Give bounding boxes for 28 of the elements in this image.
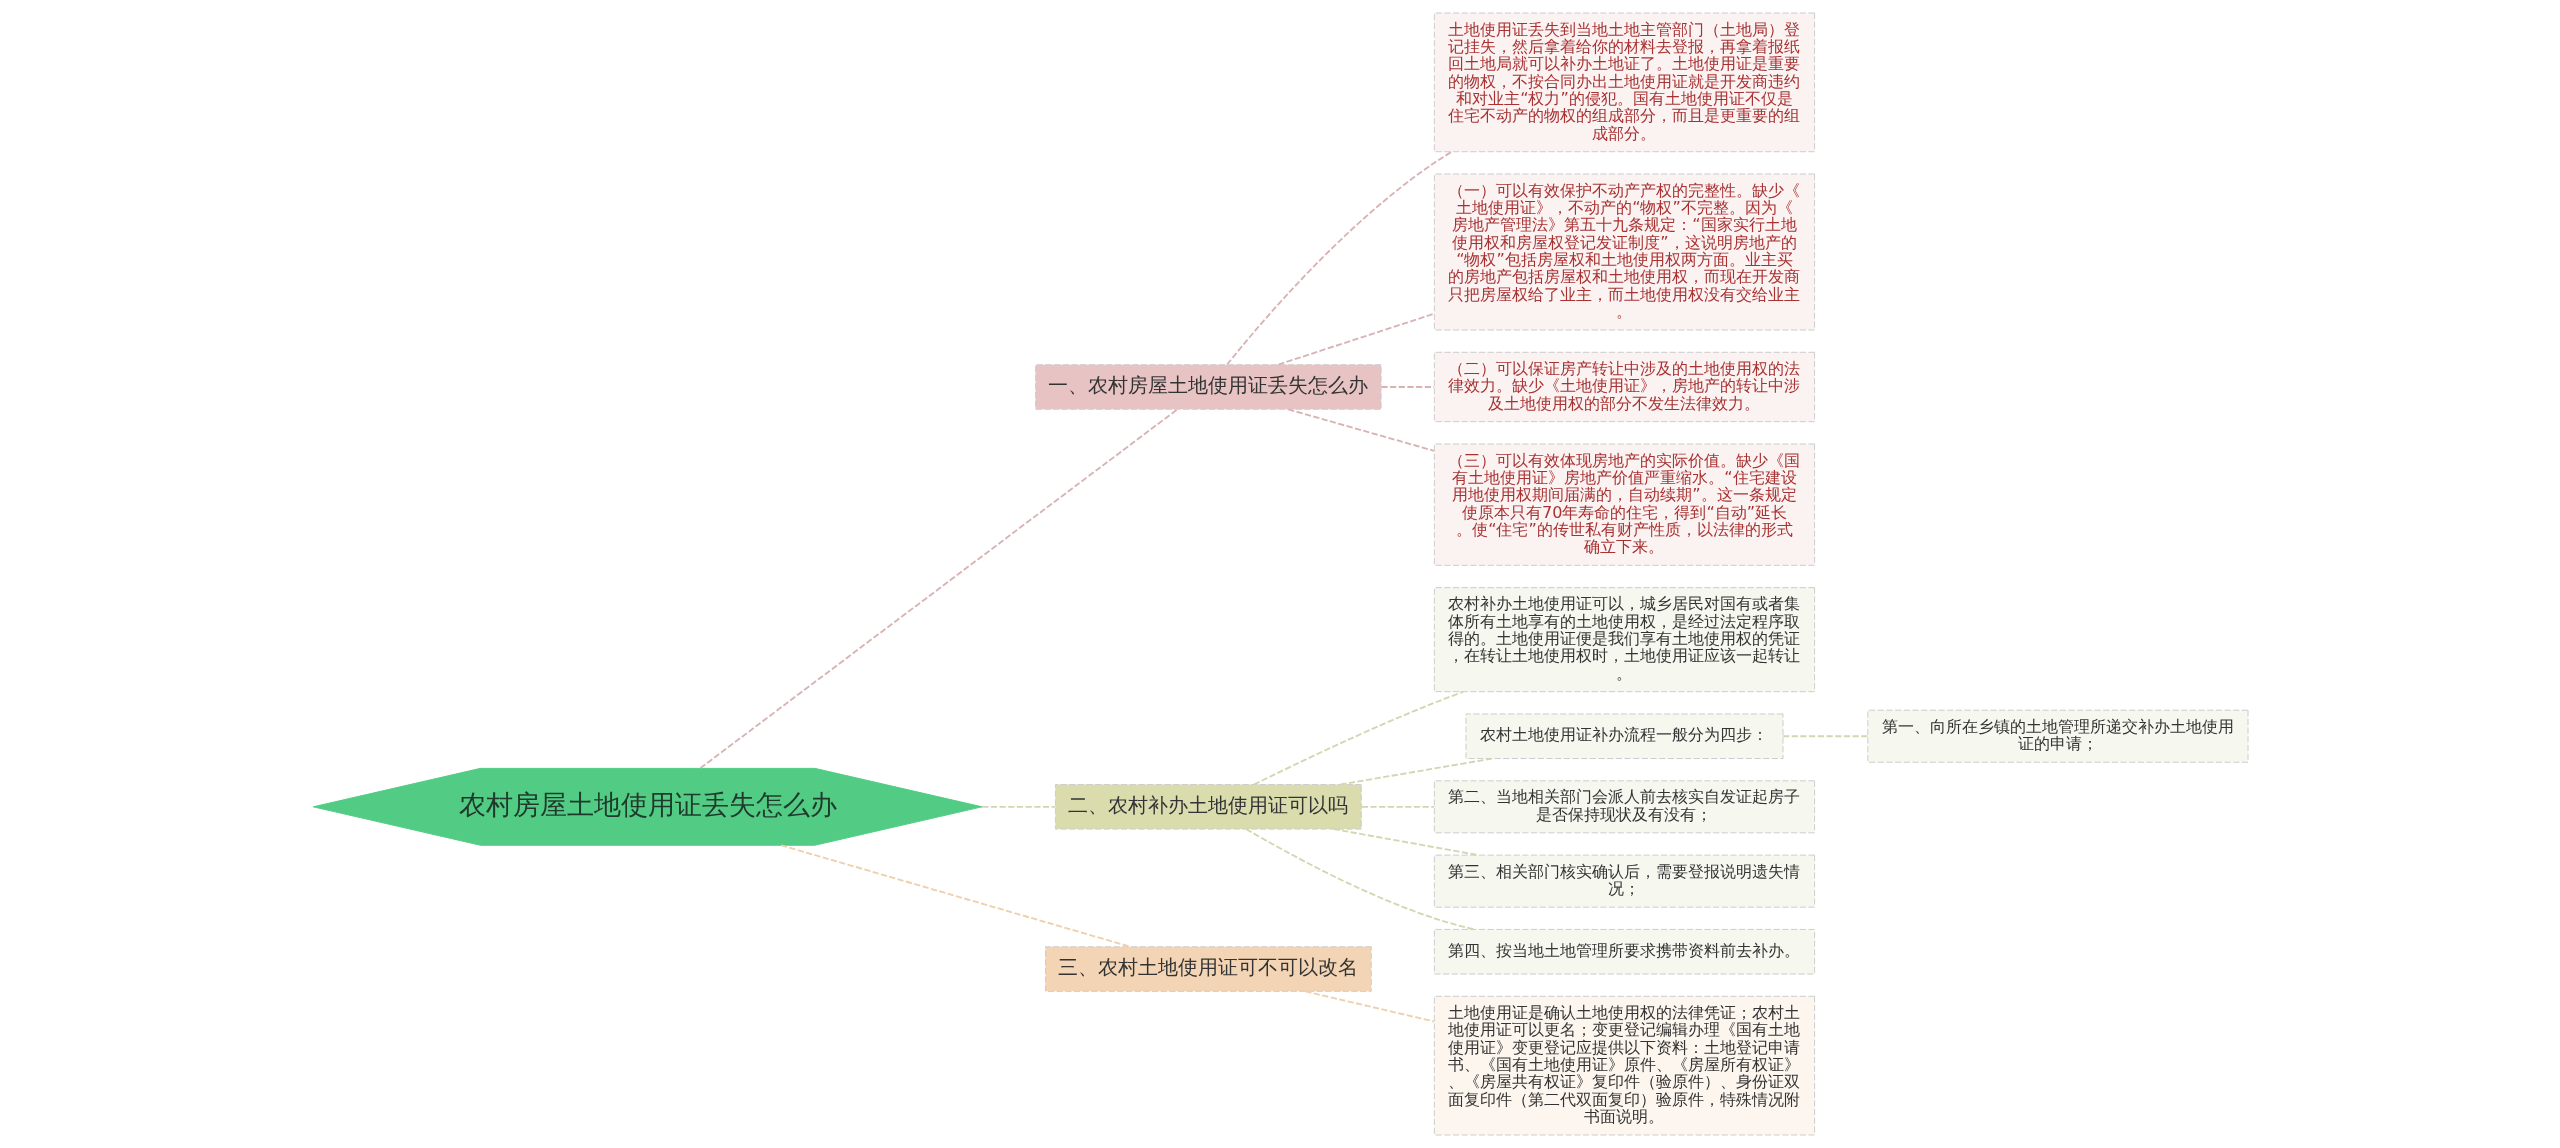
- node-box: （三）可以有效体现房地产的实际价值。缺少《国有土地使用证》房地产价值严重缩水。“住宅建设用地使用权期间届满的，自动续期”。这一条规定使原本只有70年寿命的住宅，得到“自动”延长。使“住宅”的传世私有财产性质，以法律的形式确立下来。: [1433, 443, 1815, 566]
- connector: [1781, 735, 1868, 738]
- connector: [1252, 690, 1464, 786]
- node-box: 三、农村土地使用证可不可以改名: [1044, 946, 1372, 992]
- node-box: 第四、按当地土地管理所要求携带资料前去补办。: [1433, 928, 1815, 975]
- node-box: 一、农村房屋土地使用证丢失怎么办: [1034, 364, 1382, 410]
- connector: [1360, 805, 1435, 808]
- node-box: 第一、向所在乡镇的土地管理所递交补办土地使用证的申请；: [1866, 709, 2249, 763]
- connector: [1276, 312, 1435, 366]
- connector: [779, 844, 1131, 948]
- connector: [1225, 150, 1453, 366]
- node-box: 第二、当地相关部门会派人前去核实自发证起房子是否保持现状及有没有；: [1433, 780, 1815, 834]
- connector: [980, 805, 1056, 808]
- connector: [1332, 828, 1479, 856]
- connector: [1304, 990, 1435, 1023]
- node-box: 农村补办土地使用证可以，城乡居民对国有或者集体所有土地享有的土地使用权，是经过法定程序取得的。土地使用证便是我们享有土地使用权的凭证，在转让土地使用权时，土地使用证应该一起转让。: [1433, 587, 1815, 693]
- connector: [1339, 757, 1493, 786]
- connector: [1380, 386, 1435, 388]
- connector: [699, 408, 1178, 769]
- node-box: 农村土地使用证补办流程一般分为四步：: [1464, 713, 1783, 760]
- connector: [1286, 408, 1435, 452]
- node-box: 土地使用证是确认土地使用权的法律凭证；农村土地使用证可以更名；变更登记编辑办理《国有土地使用证》变更登记应提供以下资料：土地登记申请书、《国有土地使用证》原件、《房屋所有权证》、《房屋共有权证》复印件（验原件）、身份证双面复印件（第二代双面复印）验原件，特殊情况附书面说明。: [1433, 995, 1815, 1136]
- connector: [1244, 828, 1475, 931]
- node-box: （二）可以保证房产转让中涉及的土地使用权的法律效力。缺少《土地使用证》，房地产的转让中涉及土地使用权的部分不发生法律效力。: [1433, 351, 1815, 423]
- node-box: 土地使用证丢失到当地土地主管部门（土地局）登记挂失，然后拿着给你的材料去登报，再拿着报纸回土地局就可以补办土地证了。土地使用证是重要的物权，不按合同办出土地使用证就是开发商违约和对业主“权力”的侵犯。国有土地使用证不仅是住宅不动产的物权的组成部分，而且是更重要的组成部分。: [1433, 12, 1815, 153]
- node-box: 第三、相关部门核实确认后，需要登报说明遗失情况；: [1433, 854, 1815, 908]
- node-box: 二、农村补办土地使用证可以吗: [1054, 784, 1362, 830]
- node-box: （一）可以有效保护不动产产权的完整性。缺少《土地使用证》，不动产的“物权”不完整。因为《房地产管理法》第五十九条规定：“国家实行土地使用权和房屋权登记发证制度”，这说明房地产的“物权”包括房屋权和土地使用权两方面。业主买的房地产包括房屋权和土地使用权，而现在开发商只把房屋权给了业主，而土地使用权没有交给业主。: [1433, 173, 1815, 331]
